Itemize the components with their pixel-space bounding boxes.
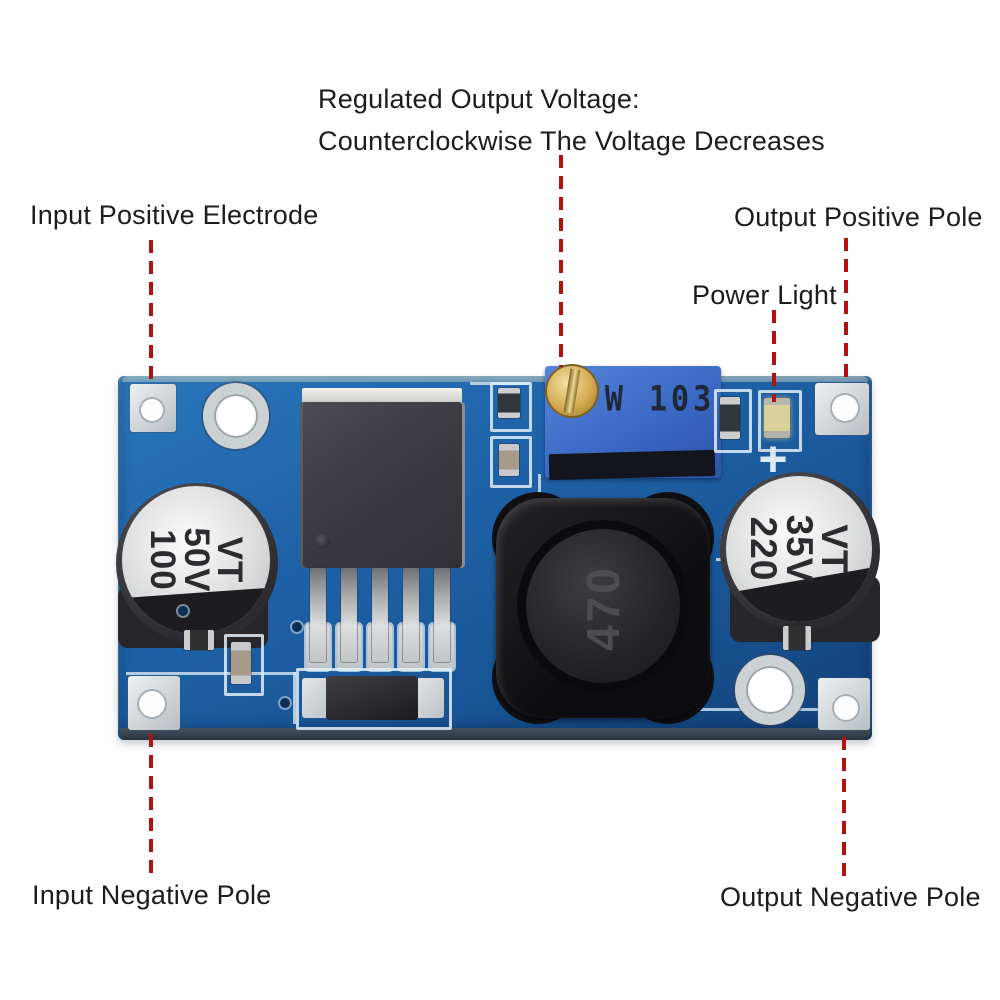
via bbox=[178, 606, 188, 616]
pad-output-positive bbox=[815, 383, 869, 435]
smd-capacitor bbox=[499, 444, 519, 476]
power-led bbox=[764, 398, 790, 438]
silkscreen-box bbox=[296, 668, 452, 730]
marking-line: VT bbox=[209, 536, 249, 584]
silkscreen-box bbox=[224, 634, 264, 696]
input-capacitor-marking: 100 50V VT bbox=[122, 486, 270, 634]
via bbox=[280, 698, 290, 708]
marking-line: 220 bbox=[743, 516, 785, 582]
pcb-board: W 103 + 470 100 50V bbox=[116, 366, 880, 740]
silkscreen-box bbox=[490, 436, 532, 488]
marking-line: 35V bbox=[778, 514, 820, 584]
marking-line: 100 bbox=[143, 529, 183, 591]
label-power-light: Power Light bbox=[692, 280, 837, 310]
ic-lead bbox=[341, 568, 357, 662]
diode-pad bbox=[414, 678, 444, 718]
screw-slot bbox=[563, 368, 581, 414]
silkscreen-box bbox=[490, 382, 532, 432]
pad-hole bbox=[139, 397, 165, 423]
trimmer-potentiometer: W 103 bbox=[545, 366, 721, 481]
leader-line-trimmer bbox=[559, 155, 563, 367]
output-capacitor-top: 220 35V VT bbox=[726, 476, 872, 622]
ic-lead bbox=[310, 568, 326, 662]
ic-lead bbox=[434, 568, 450, 662]
pad-input-negative bbox=[128, 676, 180, 730]
silkscreen-box bbox=[758, 390, 802, 452]
leader-line-input-positive bbox=[149, 240, 153, 380]
marking-line: 50V bbox=[176, 527, 216, 593]
silkscreen-trace bbox=[126, 672, 296, 675]
power-inductor: 470 bbox=[492, 492, 714, 724]
inductor-marking: 470 bbox=[577, 565, 629, 651]
smd-diode bbox=[326, 676, 418, 720]
smd-capacitor bbox=[231, 642, 251, 684]
leader-line-input-negative bbox=[149, 734, 153, 874]
leader-line-output-negative bbox=[842, 737, 846, 877]
mounting-hole-bottom-right bbox=[735, 655, 805, 725]
trimmer-marking: W 103 bbox=[604, 379, 716, 420]
smd-resistor bbox=[498, 388, 520, 418]
label-output-positive: Output Positive Pole bbox=[734, 202, 983, 232]
smd-resistor bbox=[184, 630, 214, 650]
via bbox=[292, 622, 302, 632]
mounting-hole-top-left bbox=[203, 383, 269, 449]
smd-resistor bbox=[783, 626, 811, 650]
trimmer-adjust-screw bbox=[547, 366, 597, 416]
led-series-resistor bbox=[720, 397, 740, 439]
leader-line-power-light bbox=[772, 310, 776, 402]
pad-input-positive bbox=[130, 384, 176, 432]
leader-line-output-positive bbox=[844, 238, 848, 384]
label-output-negative: Output Negative Pole bbox=[720, 882, 981, 912]
ic-lead bbox=[372, 568, 388, 662]
pcb-top-edge bbox=[122, 376, 868, 382]
label-input-negative: Input Negative Pole bbox=[32, 880, 272, 910]
output-capacitor-marking: 220 35V VT bbox=[726, 476, 872, 622]
label-regulated-output-line2: Counterclockwise The Voltage Decreases bbox=[318, 126, 825, 156]
silkscreen-trace bbox=[293, 672, 296, 724]
ic-lead bbox=[403, 568, 419, 662]
pad-hole bbox=[832, 694, 860, 722]
pcb-bottom-edge bbox=[120, 728, 870, 740]
pad-output-negative bbox=[818, 678, 870, 730]
silkscreen-box bbox=[714, 389, 752, 453]
pad-hole bbox=[830, 393, 860, 423]
trimmer-base bbox=[548, 449, 716, 481]
label-regulated-output-line1: Regulated Output Voltage: bbox=[318, 84, 640, 114]
label-input-positive: Input Positive Electrode bbox=[30, 200, 319, 230]
marking-line: VT bbox=[813, 524, 855, 574]
pad-hole bbox=[137, 689, 167, 719]
input-capacitor-top: 100 50V VT bbox=[122, 486, 270, 634]
ic-pin1-dimple bbox=[315, 534, 330, 549]
inductor-core-disc bbox=[517, 520, 689, 692]
